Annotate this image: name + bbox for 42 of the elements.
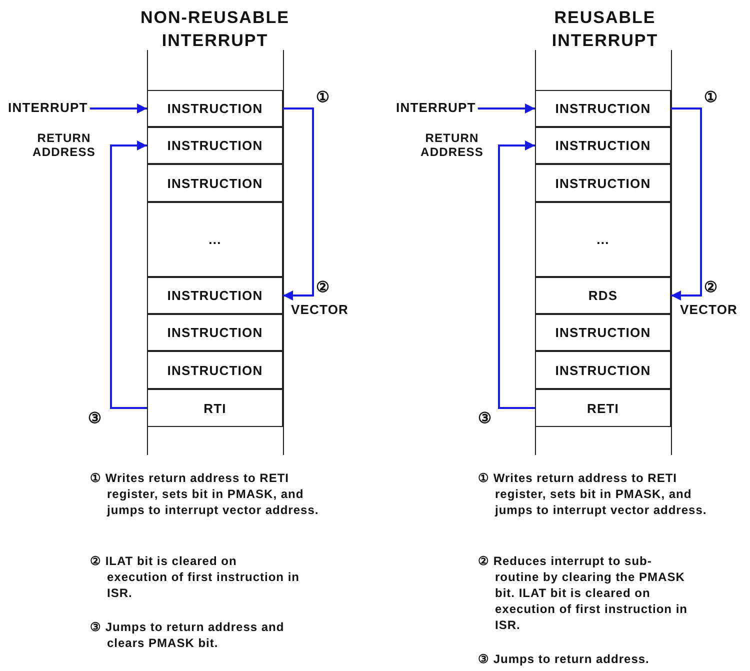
memory-cell: INSTRUCTION xyxy=(535,314,671,351)
memory-cell: ... xyxy=(535,202,671,277)
memory-cell: INSTRUCTION xyxy=(535,164,671,202)
note: ② ILAT bit is cleared on execution of first instruction in ISR. xyxy=(90,553,300,601)
step-number: ② xyxy=(704,280,717,296)
address-label: RETURN ADDRESS xyxy=(420,131,484,159)
memory-cell: RTI xyxy=(147,389,283,427)
memory-cell: ... xyxy=(147,202,283,277)
memory-cell: INSTRUCTION xyxy=(535,127,671,164)
arrow xyxy=(110,140,147,409)
interrupt-label: INTERRUPT xyxy=(8,100,88,116)
interrupt-label: INTERRUPT xyxy=(396,100,476,116)
note: ③ Jumps to return address and clears PMASK bit. xyxy=(90,619,286,651)
step-number: ② xyxy=(316,280,329,296)
step-number: ③ xyxy=(88,411,101,427)
note: ① Writes return address to RETI register, sets bit in PMASK, and jumps to interrupt vector address. xyxy=(90,470,320,518)
memory-cell: INSTRUCTION xyxy=(147,164,283,202)
arrow xyxy=(478,104,535,114)
memory-cell: INSTRUCTION xyxy=(147,314,283,351)
step-number: ③ xyxy=(478,411,491,427)
panel-title: NON-REUSABLE INTERRUPT xyxy=(140,7,290,52)
arrow xyxy=(671,108,702,300)
step-number: ① xyxy=(704,90,717,106)
memory-cell: RETI xyxy=(535,389,671,427)
arrow xyxy=(498,140,535,409)
step-number: ① xyxy=(316,90,329,106)
panel-title: REUSABLE INTERRUPT xyxy=(550,7,660,52)
memory-cell: INSTRUCTION xyxy=(535,90,671,127)
arrow xyxy=(90,104,147,114)
address-label: RETURN ADDRESS xyxy=(32,131,96,159)
vector-label: VECTOR xyxy=(680,302,738,318)
memory-cell: INSTRUCTION xyxy=(147,127,283,164)
memory-cell: INSTRUCTION xyxy=(535,351,671,389)
memory-cell: INSTRUCTION xyxy=(147,351,283,389)
note: ③ Jumps to return address. xyxy=(478,651,650,667)
vector-label: VECTOR xyxy=(291,302,349,318)
memory-cell: RDS xyxy=(535,277,671,314)
note: ② Reduces interrupt to sub-routine by clearing the PMASK bit. ILAT bit is cleared on execution of first instruction in ISR. xyxy=(478,553,689,633)
memory-cell: INSTRUCTION xyxy=(147,90,283,127)
note: ① Writes return address to RETI register, sets bit in PMASK, and jumps to interrupt vector address. xyxy=(478,470,708,518)
arrow xyxy=(283,108,314,300)
memory-cell: INSTRUCTION xyxy=(147,277,283,314)
